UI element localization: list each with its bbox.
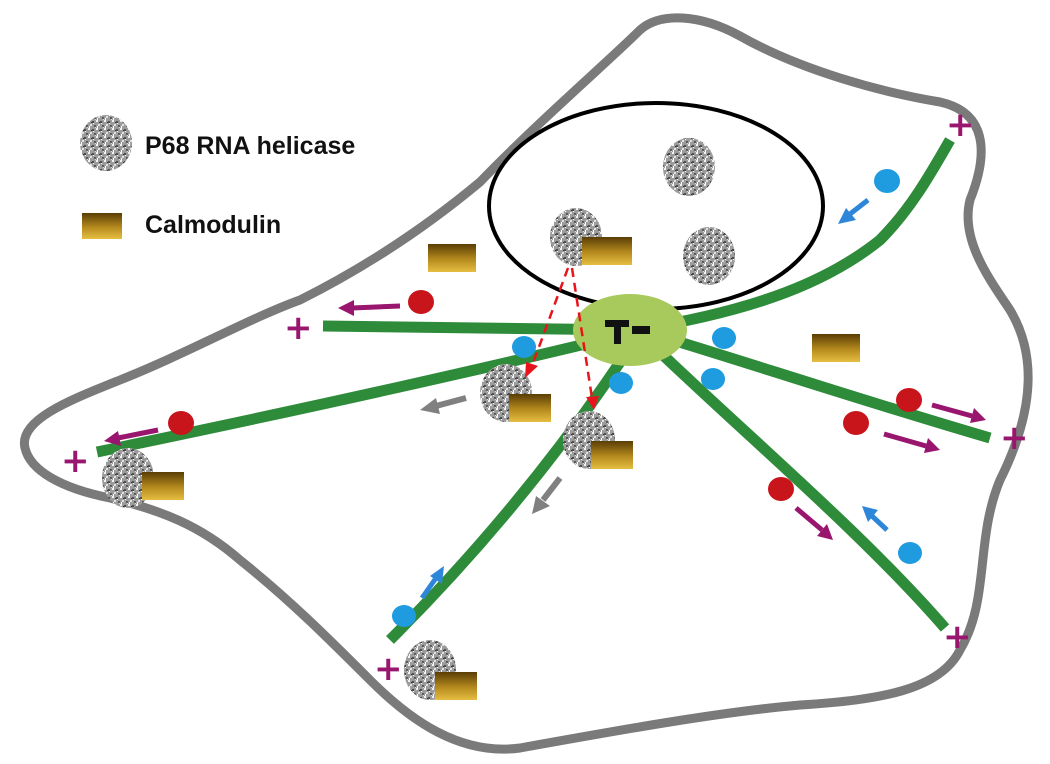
gray-arrows xyxy=(420,395,563,514)
blue-motor-7 xyxy=(898,542,922,564)
plus-sign-lower-right: + xyxy=(943,617,972,657)
blue-motor-6 xyxy=(392,605,416,627)
legend: P68 RNA helicase Calmodulin xyxy=(80,115,355,239)
red-motors xyxy=(168,290,922,501)
blue-motor-5 xyxy=(701,368,725,390)
blue-motors xyxy=(392,169,922,627)
calmodulin-mt-2 xyxy=(591,441,633,469)
plus-end-arrows xyxy=(104,300,986,540)
red-motor-2 xyxy=(168,411,194,435)
dashed-arrow-2-head xyxy=(586,396,599,410)
gray-arrow-2 xyxy=(540,476,563,502)
plus-arrow-3 xyxy=(931,402,973,419)
helicase-particles xyxy=(102,138,735,700)
blue-motor-3 xyxy=(712,327,736,349)
microtubule-down xyxy=(386,332,643,644)
red-motor-3 xyxy=(896,388,922,412)
dashed-arrow-1 xyxy=(530,267,570,367)
legend-helicase-label: P68 RNA helicase xyxy=(145,132,355,160)
plus-arrow-1 xyxy=(351,303,401,311)
dashed-arrow-1-head xyxy=(525,362,538,378)
plus-arrow-2 xyxy=(117,427,159,441)
minus-end-arrows xyxy=(419,198,889,600)
calmodulin-free-1 xyxy=(428,244,476,272)
plus-signs: + + + + + + xyxy=(61,105,1029,689)
red-motor-5 xyxy=(768,477,794,501)
blue-motor-2 xyxy=(512,336,536,358)
helicase-mt-3 xyxy=(102,448,154,508)
helicase-nucleus-2 xyxy=(683,227,735,285)
microtubule-lower-right xyxy=(638,331,950,632)
plus-sign-left: + xyxy=(284,308,313,348)
plus-sign-far-left: + xyxy=(61,441,90,481)
calmodulin-free-2 xyxy=(812,334,860,362)
plus-sign-bottom: + xyxy=(374,649,403,689)
microtubule-upper-right xyxy=(634,137,955,336)
calmodulin-mt-3 xyxy=(142,472,184,500)
calmodulin-nucleus xyxy=(582,237,632,265)
blue-motor-1 xyxy=(874,169,900,193)
calmodulin-mt-1 xyxy=(509,394,551,422)
centrosome xyxy=(573,294,687,366)
minus-arrow-3 xyxy=(419,576,439,600)
minus-arrow-1 xyxy=(848,198,870,216)
plus-sign-right: + xyxy=(1000,418,1029,458)
legend-calmodulin-label: Calmodulin xyxy=(145,211,281,239)
legend-helicase-icon xyxy=(80,115,132,171)
export-arrows xyxy=(530,267,594,399)
plus-sign-top-right: + xyxy=(946,105,975,145)
plus-arrow-4 xyxy=(883,431,927,449)
red-motor-1 xyxy=(408,290,434,314)
calmodulin-mt-4 xyxy=(435,672,477,700)
centrosome-mark xyxy=(605,320,650,344)
blue-motor-4 xyxy=(609,372,633,394)
helicase-nucleus-1 xyxy=(663,138,715,196)
red-motor-4 xyxy=(843,411,869,435)
minus-arrow-2 xyxy=(870,514,889,532)
legend-calmodulin-icon xyxy=(82,213,122,239)
dashed-arrow-2 xyxy=(570,267,594,399)
gray-arrow-1 xyxy=(435,395,467,409)
calmodulin-blocks xyxy=(142,237,860,700)
plus-arrow-5 xyxy=(794,506,824,532)
